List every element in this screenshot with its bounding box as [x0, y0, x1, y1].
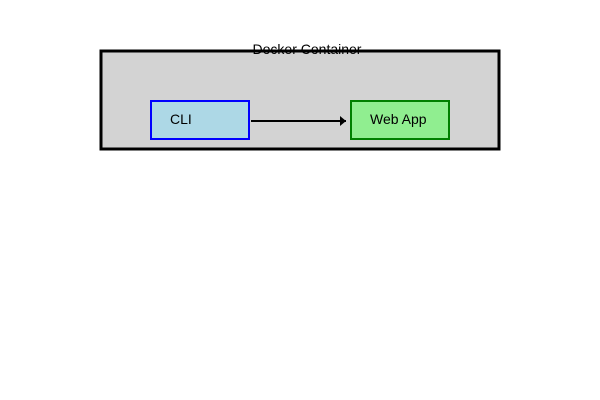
- cli-box: [150, 100, 250, 140]
- cli-node: CLI: [150, 100, 250, 140]
- web-app-label: Web App: [370, 111, 427, 127]
- web-app-node: Web App: [350, 100, 450, 140]
- web-app-box: [350, 100, 450, 140]
- cli-label: CLI: [170, 111, 192, 127]
- docker-container-title: Docker Container: [253, 41, 362, 57]
